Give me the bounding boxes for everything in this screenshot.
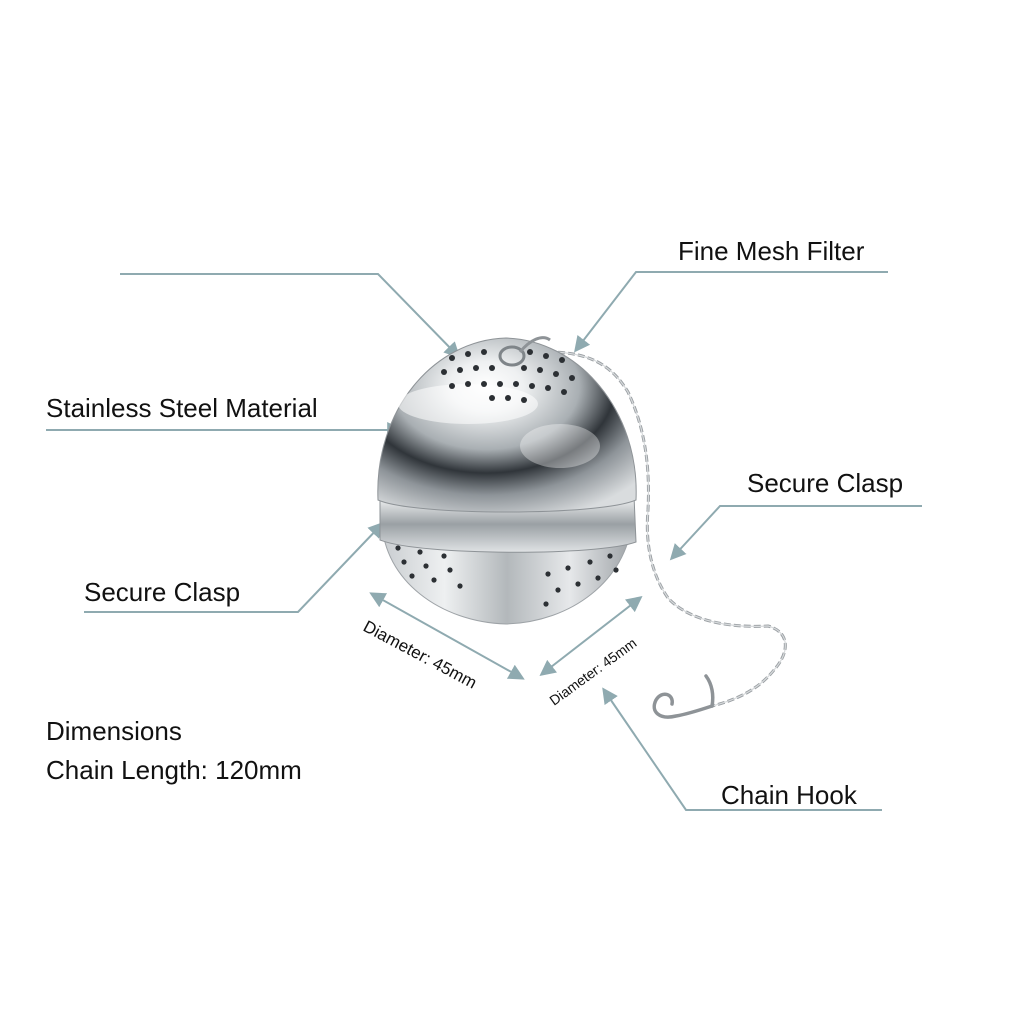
- leader-line-fine-mesh: [574, 271, 888, 353]
- leader-line-chain-hook: [602, 687, 882, 811]
- leader-line-secure-clasp-left: [84, 521, 385, 613]
- chain-hook: [652, 674, 715, 719]
- leader-line-top-left: [120, 273, 461, 359]
- label-secure-clasp-left: Secure Clasp: [84, 577, 241, 607]
- chain: [547, 350, 787, 708]
- label-stainless-steel-material: Stainless Steel Material: [46, 393, 318, 423]
- diameter-label-right: Diameter: 45mm: [546, 635, 639, 709]
- label-dimensions-heading: Dimensions: [46, 716, 182, 746]
- dimension-arrows: [369, 592, 643, 680]
- label-chain-length: Chain Length: 120mm: [46, 755, 302, 785]
- infuser-ball: [377, 336, 637, 625]
- label-chain-hook: Chain Hook: [721, 780, 857, 810]
- bottom-mesh-holes: [395, 545, 619, 607]
- top-loop: [498, 345, 526, 367]
- diameter-arrow-left: [369, 592, 525, 680]
- top-mesh-holes: [441, 349, 575, 403]
- leader-lines: [46, 271, 922, 811]
- diameter-arrow-right: [539, 596, 643, 676]
- label-fine-mesh-filter: Fine Mesh Filter: [678, 236, 865, 266]
- diameter-label-left: Diameter: 45mm: [360, 617, 480, 693]
- leader-line-secure-clasp-right: [669, 505, 922, 561]
- label-secure-clasp-right: Secure Clasp: [747, 468, 904, 498]
- top-dome: [377, 337, 637, 513]
